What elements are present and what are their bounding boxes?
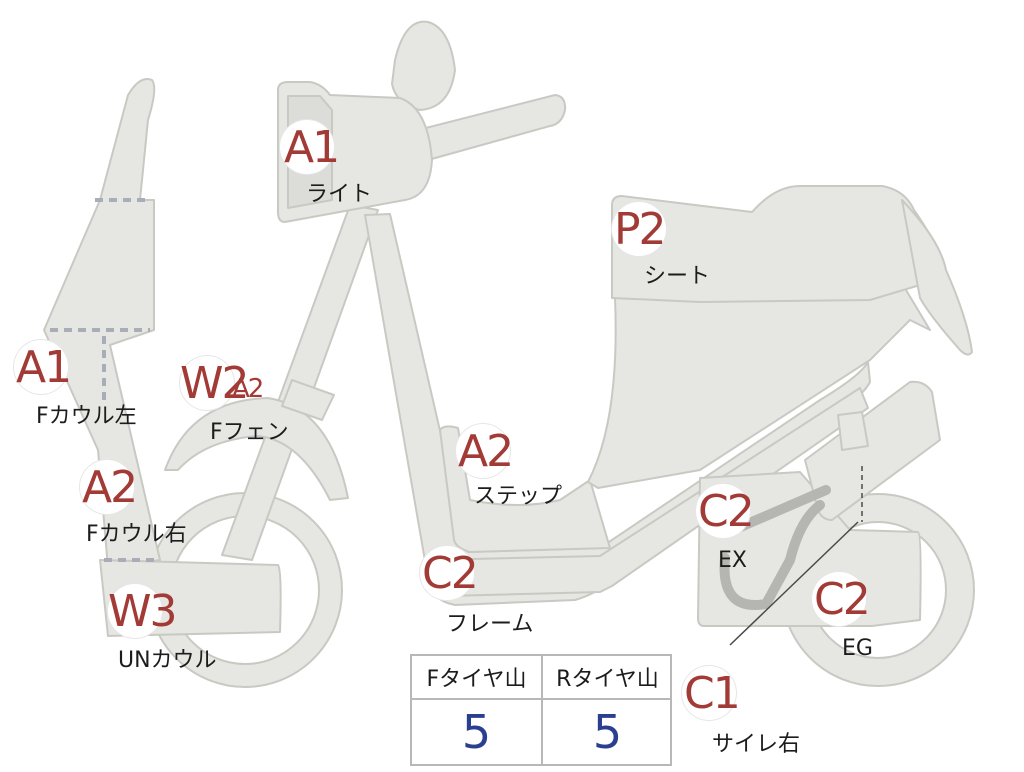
rear-tire-header: Rタイヤ山: [543, 656, 672, 700]
tail-cowl: [901, 199, 973, 356]
label-ffender: Fフェン: [210, 420, 289, 445]
label-frame: フレーム: [446, 612, 534, 637]
grade-fcowl-l: A1: [16, 342, 72, 393]
front-fender: [164, 397, 349, 501]
front-tire-header: Fタイヤ山: [412, 656, 541, 700]
label-ex: EX: [718, 548, 747, 573]
shock-post: [837, 411, 869, 451]
table-divider: [541, 656, 543, 764]
grade-silencer: C1: [684, 668, 741, 719]
grade-circle-un-cowl: [108, 584, 162, 638]
label-fcowl-r: Fカウル右: [86, 522, 187, 547]
label-eg: EG: [842, 636, 873, 661]
label-seat: シート: [644, 264, 711, 289]
engine-case: [697, 471, 922, 627]
grade-ffender: W2: [180, 358, 249, 409]
grade-circle-eg: [812, 572, 866, 626]
tire-tread-table: Fタイヤ山 Rタイヤ山 5 5: [410, 654, 672, 766]
exhaust-pipe: [719, 500, 825, 610]
grade-circle-ex: [696, 484, 750, 538]
grade-circle-frame: [420, 546, 474, 600]
exhaust-pipe-upper: [733, 485, 831, 533]
grade-circle-fcowl-r: [80, 460, 134, 514]
grade-seat: P2: [614, 204, 667, 255]
silencer-pointer-line: [729, 521, 859, 646]
grade-ex: C2: [698, 486, 755, 537]
label-un-cowl: UNカウル: [118, 648, 217, 673]
grade-fcowl-r: A2: [82, 462, 138, 513]
grade-light: A1: [284, 122, 340, 173]
grade-frame: C2: [422, 548, 479, 599]
body-side-panel: [587, 279, 931, 489]
rear-tire-value: 5: [592, 705, 623, 759]
label-light: ライト: [306, 182, 373, 207]
grade-eg: C2: [814, 574, 871, 625]
grade-circle-seat: [612, 202, 666, 256]
rear-shock: [804, 380, 941, 521]
grade-circle-fcowl-l: [14, 340, 68, 394]
label-fcowl-l: Fカウル左: [36, 404, 137, 429]
grade-ffender-secondary: A2: [232, 374, 264, 404]
label-step: ステップ: [474, 484, 563, 509]
mirror: [391, 20, 456, 111]
step-floor: [439, 425, 611, 553]
front-tire-value: 5: [461, 705, 492, 759]
grade-step: A2: [458, 426, 514, 477]
grade-circle-step: [456, 424, 510, 478]
grade-circle-ffender: [180, 356, 234, 410]
grade-circle-light: [280, 120, 334, 174]
label-silencer: サイレ右: [712, 732, 801, 757]
grade-un-cowl: W3: [108, 586, 177, 637]
handlebar: [409, 94, 567, 161]
fork-collar: [281, 379, 335, 421]
grade-circle-silencer: [682, 666, 736, 720]
